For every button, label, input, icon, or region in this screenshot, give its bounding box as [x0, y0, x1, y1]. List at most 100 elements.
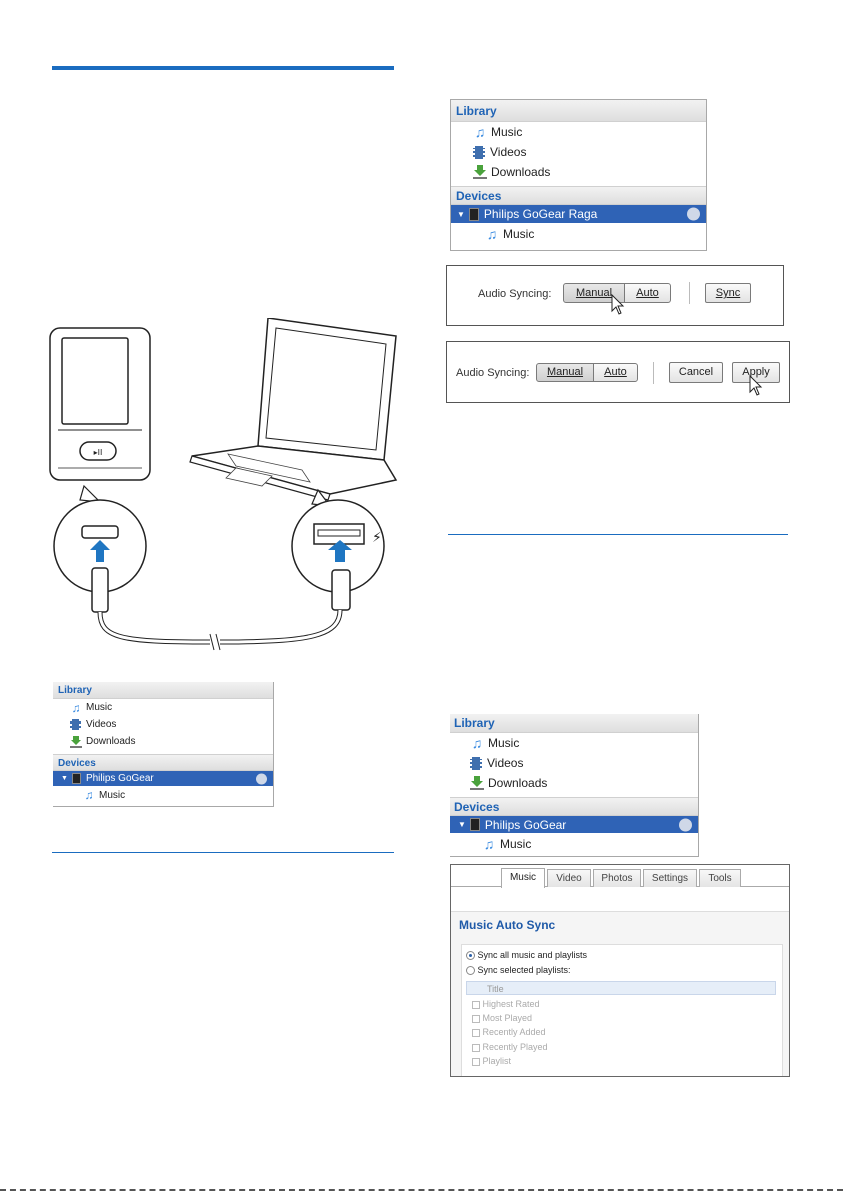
checkbox[interactable]	[472, 1000, 480, 1009]
library-item-label: Music	[491, 125, 523, 139]
playlist-label: Recently Played	[482, 1042, 548, 1052]
checkbox[interactable]	[472, 1028, 480, 1037]
separator	[653, 362, 654, 384]
cancel-label: Cancel	[678, 366, 714, 378]
film-icon	[470, 756, 482, 770]
playlist-label: Recently Added	[482, 1027, 546, 1037]
library-item-label: Downloads	[491, 165, 551, 179]
devices-header: Devices	[53, 754, 273, 771]
devices-header: Devices	[450, 797, 698, 816]
device-icon	[469, 818, 480, 831]
device-icon	[468, 207, 479, 221]
apply-label: Apply	[742, 366, 770, 378]
library-item-label: Videos	[86, 719, 117, 730]
tab-photos[interactable]: Photos	[593, 869, 641, 887]
auto-button[interactable]: Auto	[624, 283, 671, 303]
library-item-music[interactable]: ♫ Music	[451, 122, 706, 142]
playlist-row[interactable]: Recently Played	[472, 1042, 548, 1052]
tab-music[interactable]: Music	[501, 868, 545, 888]
library-item-label: Music	[86, 702, 113, 713]
option-sync-all[interactable]: Sync all music and playlists	[466, 950, 588, 961]
checkbox[interactable]	[472, 1014, 480, 1023]
eject-icon[interactable]	[687, 207, 700, 221]
playlist-row[interactable]: Playlist	[472, 1056, 511, 1066]
option-sync-all-label: Sync all music and playlists	[477, 950, 588, 960]
library-item-label: Downloads	[86, 736, 136, 747]
playlist-table-header: Title	[466, 981, 776, 995]
playlist-row[interactable]: Highest Rated	[472, 999, 540, 1009]
apply-button[interactable]: Apply	[732, 362, 780, 383]
playlist-label: Playlist	[482, 1056, 512, 1066]
library-panel-gogear-right: Library ♫ Music Videos Downloads Devices…	[450, 714, 699, 857]
download-icon	[470, 776, 484, 790]
library-item-downloads[interactable]: Downloads	[53, 733, 273, 750]
library-item-videos[interactable]: Videos	[450, 753, 698, 773]
manual-label: Manual	[546, 366, 584, 378]
eject-icon[interactable]	[679, 818, 692, 831]
tab-video[interactable]: Video	[547, 869, 591, 887]
library-item-music[interactable]: ♫ Music	[450, 733, 698, 753]
usb-cable	[91, 567, 351, 651]
radio-selected-icon[interactable]	[466, 951, 475, 961]
expand-triangle-icon[interactable]: ▼	[457, 209, 465, 219]
player-device-icon: ▸II	[49, 327, 151, 481]
checkbox[interactable]	[472, 1043, 480, 1052]
devices-header: Devices	[451, 186, 706, 205]
library-item-videos[interactable]: Videos	[451, 142, 706, 162]
device-child-label: Music	[99, 789, 126, 801]
manual-button[interactable]: Manual	[536, 363, 594, 382]
library-header: Library	[451, 100, 706, 122]
download-icon	[473, 165, 487, 179]
sync-label: Sync	[715, 287, 741, 299]
tab-tools[interactable]: Tools	[699, 869, 741, 887]
auto-label: Auto	[604, 366, 627, 378]
film-icon	[473, 145, 485, 159]
option-sync-selected[interactable]: Sync selected playlists:	[466, 965, 571, 976]
device-name: Philips GoGear	[484, 817, 567, 832]
playlist-label: Most Played	[482, 1013, 533, 1023]
library-panel-raga: Library ♫ Music Videos Downloads Devices…	[450, 99, 707, 251]
library-item-downloads[interactable]: Downloads	[450, 773, 698, 793]
library-header: Library	[53, 682, 273, 699]
mouse-pointer-icon	[749, 375, 763, 396]
music-note-icon: ♫	[474, 124, 486, 140]
library-panel-gogear-left: Library ♫ Music Videos Downloads Devices…	[53, 682, 274, 807]
audio-syncing-label: Audio Syncing:	[478, 288, 552, 300]
auto-label: Auto	[636, 287, 659, 299]
expand-triangle-icon[interactable]: ▼	[458, 820, 466, 829]
option-sync-selected-label: Sync selected playlists:	[477, 965, 571, 975]
expand-triangle-icon[interactable]: ▼	[61, 775, 68, 782]
audio-sync-dialog-2: Audio Syncing: Manual Auto Cancel Apply	[446, 341, 790, 403]
device-child-music[interactable]: ♫ Music	[451, 223, 706, 245]
radio-icon[interactable]	[466, 966, 475, 976]
laptop-port-callout: ⚡	[291, 488, 385, 593]
device-child-music[interactable]: ♫ Music	[450, 833, 698, 855]
section-rule-left	[52, 852, 394, 853]
manual-button[interactable]: Manual	[563, 283, 625, 303]
checkbox[interactable]	[472, 1057, 480, 1066]
library-item-downloads[interactable]: Downloads	[451, 162, 706, 182]
playlist-row[interactable]: Most Played	[472, 1013, 532, 1023]
device-child-label: Music	[503, 227, 535, 241]
device-row-gogear[interactable]: ▼ Philips GoGear	[450, 816, 698, 833]
eject-icon[interactable]	[256, 773, 267, 784]
device-icon	[71, 773, 81, 784]
auto-button[interactable]: Auto	[593, 363, 638, 382]
section-rule-right	[448, 534, 788, 535]
device-child-label: Music	[500, 837, 532, 851]
library-item-music[interactable]: ♫ Music	[53, 699, 273, 716]
playlist-row[interactable]: Recently Added	[472, 1027, 546, 1037]
device-row-raga[interactable]: ▼ Philips GoGear Raga	[451, 205, 706, 223]
device-child-music[interactable]: ♫ Music	[53, 786, 273, 804]
library-item-videos[interactable]: Videos	[53, 716, 273, 733]
device-name: Philips GoGear Raga	[483, 207, 598, 221]
device-row-gogear[interactable]: ▼ Philips GoGear	[53, 771, 273, 786]
manual-label: Manual	[575, 287, 613, 299]
library-item-label: Videos	[490, 145, 527, 159]
svg-text:▸II: ▸II	[94, 448, 103, 457]
sync-button[interactable]: Sync	[705, 283, 751, 303]
film-icon	[70, 719, 81, 730]
cancel-button[interactable]: Cancel	[669, 362, 723, 383]
music-note-icon: ♫	[84, 788, 94, 802]
tab-settings[interactable]: Settings	[643, 869, 697, 887]
